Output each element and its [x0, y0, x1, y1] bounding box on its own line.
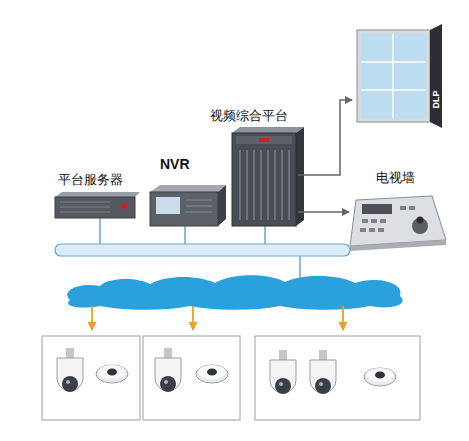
control-keyboard [350, 196, 446, 251]
node-label: 平台服务器 [58, 172, 123, 188]
brand-label: DLP [431, 91, 442, 109]
ptz-camera [57, 348, 336, 394]
tv-wall-node: 电视墙 [352, 24, 444, 190]
display-wall [357, 24, 442, 128]
network-bus [55, 244, 350, 256]
feed-arrow [92, 306, 343, 330]
camera-group [42, 336, 420, 420]
nvr-node: NVR [148, 156, 228, 228]
node-label: NVR [160, 156, 190, 172]
signal-arrow [298, 100, 352, 175]
node-label: 电视墙 [376, 170, 415, 186]
platform-device [232, 127, 304, 226]
keyboard-link [298, 211, 349, 213]
node-label: 视频综合平台 [210, 108, 288, 124]
network-cloud [67, 275, 402, 309]
nvr-device [150, 185, 226, 226]
fisheye-camera [96, 365, 396, 386]
server-node: 平台服务器 [52, 172, 142, 222]
platform-node: 视频综合平台 [205, 108, 298, 228]
server-device [55, 192, 140, 218]
